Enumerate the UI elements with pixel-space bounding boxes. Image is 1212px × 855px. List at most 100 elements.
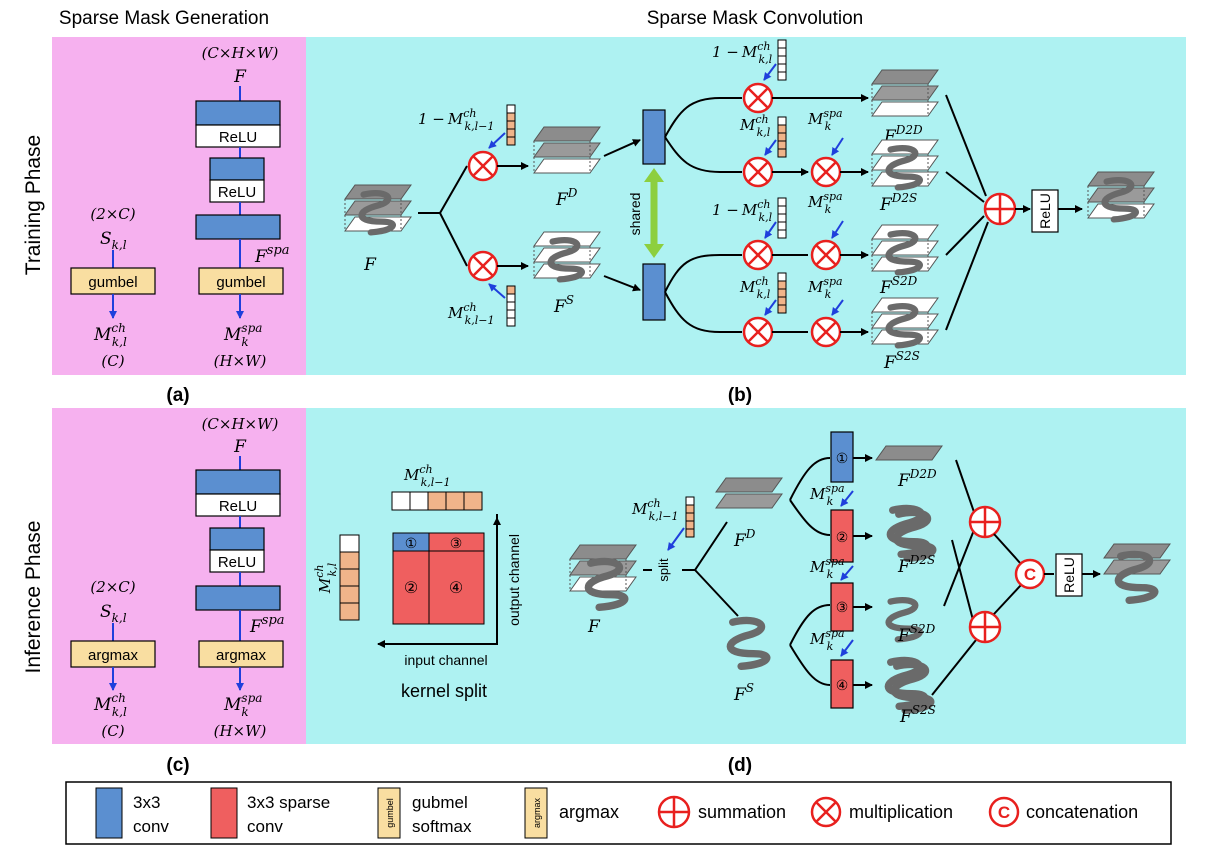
kernel-part-1: ① — [405, 535, 418, 551]
kernel-grid: ① ③ ② ④ — [392, 532, 485, 625]
panel-a: (C×H×W) F ReLU ReLU Fspa (2×C) Sk,l gumb… — [70, 44, 290, 370]
multiply-op — [742, 239, 774, 271]
relu-block-2 — [209, 179, 265, 203]
concatenation-icon — [988, 796, 1020, 828]
mask-ch — [777, 272, 787, 314]
label-fs2d: FS2D — [879, 274, 918, 298]
panel-c: (C×H×W) F ReLU ReLU Fspa (2×C) Sk,l argm… — [70, 415, 285, 740]
legend-concat-label: concatenation — [1026, 802, 1138, 822]
sum-op — [968, 505, 1002, 539]
multiply-op — [467, 150, 499, 182]
summation-icon — [657, 795, 691, 829]
label-fd2s: FD2S — [879, 191, 917, 215]
phase-label-inference: Inference Phase — [22, 521, 45, 674]
argmax-block-right — [198, 640, 284, 668]
relu-block-1 — [195, 493, 281, 517]
legend-concat-icon-text: C — [998, 803, 1010, 822]
subfig-label-d: (d) — [728, 755, 752, 776]
multiply-op — [810, 239, 842, 271]
legend-swatch-sparse-conv — [210, 787, 238, 839]
label-fs: FS — [733, 681, 754, 705]
conv-block-1 — [195, 100, 281, 126]
mask-ch — [777, 116, 787, 158]
gumbel-block-left — [70, 267, 156, 295]
feature-stack-fs2s — [871, 297, 939, 345]
feature-stack-fs — [533, 231, 601, 279]
panel-a-background — [52, 37, 306, 375]
title-right: Sparse Mask Convolution — [647, 8, 864, 29]
label-f: F — [363, 255, 377, 275]
kernel-split-label: kernel split — [401, 681, 487, 701]
relu-block-2 — [209, 549, 265, 573]
shared-conv-bottom — [642, 263, 666, 321]
sum-op — [968, 610, 1002, 644]
legend-sparse-line1: 3x3 sparse — [247, 793, 330, 812]
mask-ch-kl1 — [391, 491, 483, 511]
legend-argmax-icon-text: argmax — [532, 797, 542, 828]
relu-label: ReLU — [1061, 557, 1077, 593]
feature-stack-output — [1103, 543, 1171, 600]
label-f: F — [587, 617, 601, 637]
mask-ch — [777, 197, 787, 239]
gumbel-label-right: gumbel — [216, 274, 265, 291]
concat-op-label: C — [1024, 565, 1036, 584]
relu-label: ReLU — [1037, 193, 1053, 229]
conv-part-2-label: ② — [836, 529, 849, 545]
sum-op — [983, 192, 1017, 226]
relu-block-1 — [195, 124, 281, 148]
argmax-label-right: argmax — [216, 647, 267, 664]
subfig-label-a: (a) — [166, 385, 189, 406]
s-kl: Sk,l — [100, 602, 127, 625]
multiply-op — [742, 316, 774, 348]
relu-block — [1031, 189, 1059, 233]
input-f: F — [233, 67, 247, 87]
label-fd2d: FD2D — [897, 467, 937, 491]
feature-stack-fs2d — [871, 224, 939, 272]
input-channel-label: input channel — [404, 652, 487, 668]
feature-stack-fd2s — [871, 139, 939, 187]
conv-block-3 — [195, 585, 281, 611]
f-spa: Fspa — [254, 243, 290, 267]
legend-mul-label: multiplication — [849, 802, 953, 822]
conv-part-4-label: ④ — [836, 677, 849, 693]
output-channel-label: output channel — [506, 534, 522, 626]
title-left: Sparse Mask Generation — [59, 8, 269, 29]
legend-conv-line1: 3x3 — [133, 793, 160, 812]
legend-conv-line2: conv — [133, 817, 169, 836]
relu-label-2: ReLU — [218, 184, 256, 201]
dims-c: (C) — [101, 352, 124, 370]
dims-2c: (2×C) — [90, 205, 135, 223]
relu-block — [1055, 553, 1083, 597]
conv-block-2 — [209, 527, 265, 551]
multiply-op — [742, 82, 774, 114]
conv-block-3 — [195, 214, 281, 240]
split-label: split — [656, 558, 671, 582]
shared-conv-top — [642, 109, 666, 165]
feature-stack-fd — [533, 126, 601, 174]
conv-part-1-label: ① — [836, 450, 849, 466]
shared-label: shared — [627, 193, 643, 236]
feature-stack-fd2d — [875, 445, 943, 461]
mask-ch — [685, 496, 695, 538]
legend-sum-label: summation — [698, 802, 786, 822]
legend-swatch-argmax — [524, 787, 548, 839]
mask-ch-kl — [339, 534, 360, 621]
relu-label-1: ReLU — [219, 129, 257, 146]
legend-gumbel-line1: gubmel — [412, 793, 468, 812]
gumbel-block-right — [198, 267, 284, 295]
phase-label-training: Training Phase — [22, 135, 45, 275]
